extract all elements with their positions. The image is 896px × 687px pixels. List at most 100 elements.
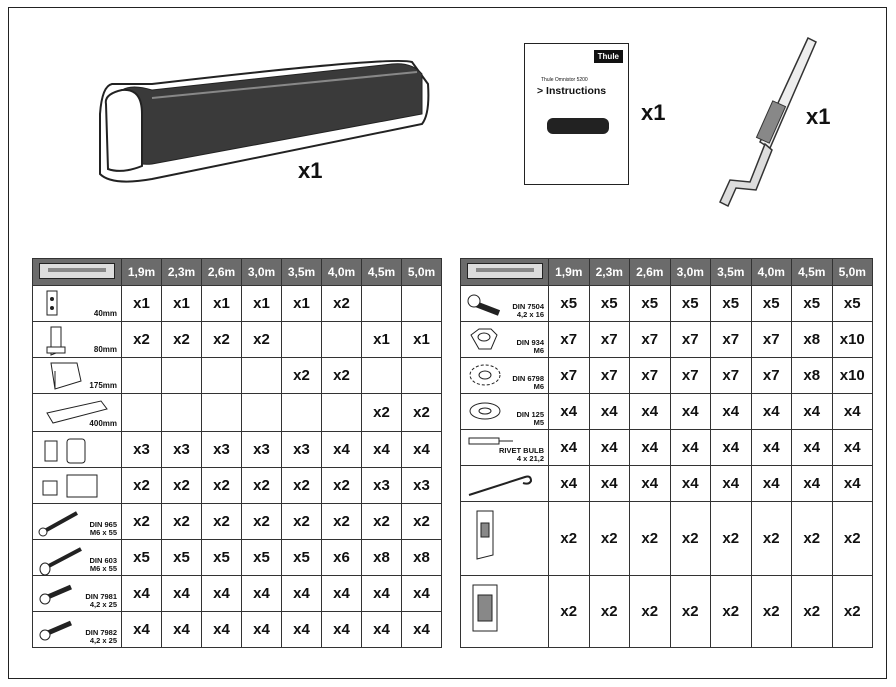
quantity-cell: x4 [588,429,630,466]
quantity-cell: x2 [710,575,752,648]
quantity-cell: x7 [588,357,630,394]
quantity-cell: x4 [361,611,402,648]
quantity-cell: x5 [548,285,590,322]
size-column-header: 3,0m [669,258,711,286]
part-cell [32,467,122,504]
quantity-cell: x7 [629,357,671,394]
quantity-cell: x4 [241,611,282,648]
quantity-cell: x4 [321,611,362,648]
quantity-cell: x7 [669,321,711,358]
part-label-line: DIN 7982 [85,628,117,637]
top-items: x1 Thule Thule Omnistor 5200 > Instructi… [0,0,896,250]
quantity-cell: x2 [831,575,873,648]
quantity-cell: x2 [629,575,671,648]
size-column-header: 3,0m [241,258,282,286]
size-column-header: 4,0m [321,258,362,286]
quantity-cell: x4 [629,393,671,430]
part-label: 175mm [89,382,117,390]
quantity-cell: x4 [750,393,792,430]
quantity-cell: x2 [161,321,202,358]
quantity-cell [361,285,402,322]
manual-quantity: x1 [641,100,666,125]
quantity-cell: x7 [750,357,792,394]
quantity-cell: x4 [548,429,590,466]
part-label: 80mm [94,346,117,354]
quantity-cell [401,285,442,322]
quantity-cell: x4 [588,465,630,502]
quantity-cell: x4 [588,393,630,430]
quantity-cell: x2 [629,501,671,576]
quantity-cell: x2 [161,467,202,504]
size-column-header: 2,3m [588,258,630,286]
quantity-cell: x4 [750,465,792,502]
quantity-cell [281,321,322,358]
crank-quantity: x1 [806,104,831,129]
part-label-line: DIN 934 [516,338,544,347]
quantity-cell: x7 [750,321,792,358]
quantity-cell: x8 [361,539,402,576]
quantity-cell: x2 [588,501,630,576]
quantity-cell: x4 [281,575,322,612]
size-column-header: 5,0m [401,258,442,286]
size-column-header: 2,6m [201,258,242,286]
quantity-cell: x1 [161,285,202,322]
thule-logo: Thule [593,50,623,63]
quantity-cell: x4 [831,429,873,466]
quantity-cell: x4 [121,611,162,648]
quantity-cell: x2 [669,501,711,576]
part-label-line: 80mm [93,345,117,354]
part-label-line: DIN 603 [89,556,117,565]
part-label-line: 40mm [93,309,117,318]
part-cell: 40mm [32,285,122,322]
quantity-cell: x2 [791,501,833,576]
part-label-line: 4 x 21,2 [516,454,544,463]
quantity-cell: x4 [401,611,442,648]
quantity-cell: x5 [831,285,873,322]
quantity-cell: x4 [669,429,711,466]
quantity-cell: x2 [281,503,322,540]
quantity-cell: x5 [241,539,282,576]
quantity-cell: x2 [161,503,202,540]
quantity-cell [321,321,362,358]
quantity-cell: x2 [241,467,282,504]
quantity-cell [161,393,202,432]
quantity-cell: x10 [831,321,873,358]
quantity-cell: x2 [241,503,282,540]
header-awning-icon [32,258,122,286]
quantity-cell [241,357,282,394]
quantity-cell: x1 [121,285,162,322]
header-awning-icon [460,258,549,286]
part-label: 400mm [89,420,117,428]
quantity-cell: x1 [241,285,282,322]
quantity-cell: x2 [241,321,282,358]
quantity-cell: x8 [791,357,833,394]
size-column-header: 4,0m [750,258,792,286]
quantity-cell: x3 [121,431,162,468]
size-column-header: 1,9m [121,258,162,286]
quantity-cell: x4 [361,575,402,612]
part-cell: 175mm [32,357,122,394]
quantity-cell: x8 [791,321,833,358]
quantity-cell: x5 [669,285,711,322]
quantity-cell: x4 [361,431,402,468]
quantity-cell: x2 [548,575,590,648]
